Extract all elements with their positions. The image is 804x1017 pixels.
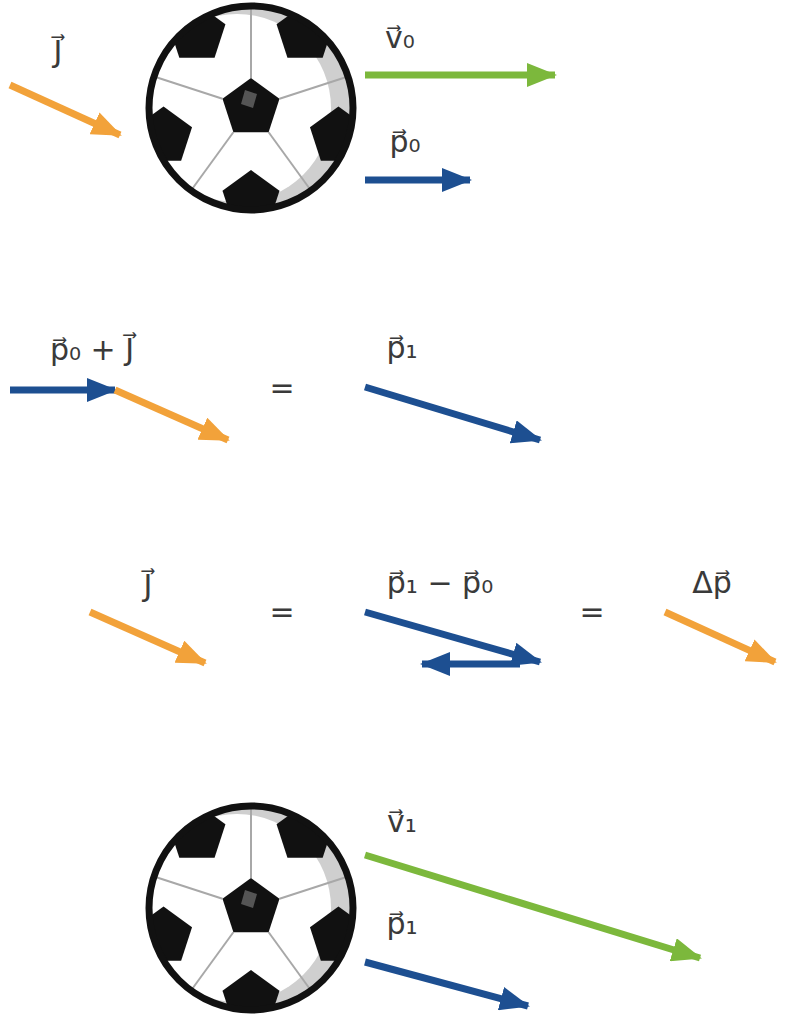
vector-label: J⃗: [144, 568, 153, 604]
vector-label: =: [269, 594, 294, 630]
momentum-arrow: [365, 387, 540, 440]
momentum-arrow: [365, 177, 470, 184]
vector-label: p⃗₁ − p⃗₀: [387, 565, 493, 601]
soccer-ball: [132, 797, 371, 1017]
vector-label: =: [269, 370, 294, 406]
velocity-arrow: [365, 72, 555, 79]
vector-label: =: [579, 594, 604, 630]
momentum-arrow: [365, 962, 528, 1006]
vector-label: v⃗₁: [387, 804, 417, 840]
momentum-arrow: [365, 612, 540, 662]
impulse-arrow: [90, 612, 205, 663]
momentum-arrow: [10, 387, 115, 394]
vector-label: p⃗₀ + J⃗: [50, 332, 134, 368]
vector-label: p⃗₁: [386, 906, 417, 942]
impulse-arrow: [115, 390, 228, 440]
impulse-arrow: [10, 85, 120, 135]
vector-label: J⃗: [54, 34, 63, 70]
vector-label: p⃗₀: [389, 124, 420, 160]
impulse-arrow: [665, 612, 775, 662]
vector-label: p⃗₁: [386, 330, 417, 366]
vector-label: v⃗₀: [385, 20, 415, 56]
velocity-arrow: [365, 855, 700, 958]
momentum-arrow: [422, 661, 520, 668]
vector-label: Δp⃗: [692, 565, 732, 601]
soccer-ball: [132, 0, 371, 224]
